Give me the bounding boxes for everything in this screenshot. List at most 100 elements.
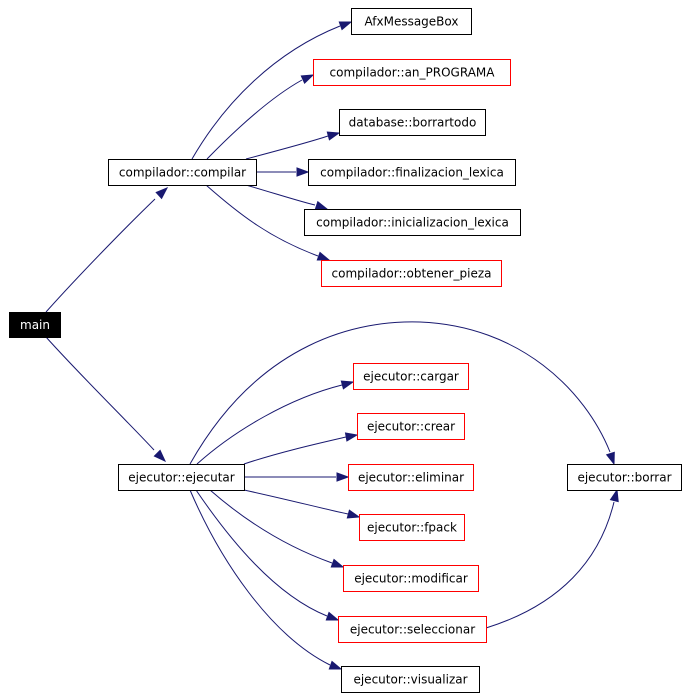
edge-line [245,184,316,206]
node-label[interactable]: compilador::obtener_pieza [332,267,492,281]
node-obt-pieza[interactable]: compilador::obtener_pieza [321,260,502,287]
node-label[interactable]: ejecutor::visualizar [353,673,467,687]
node-visualizar[interactable]: ejecutor::visualizar [341,666,480,693]
node-box[interactable] [118,464,245,491]
edge-line [195,489,328,617]
node-eliminar[interactable]: ejecutor::eliminar [348,464,474,491]
arrowhead [346,509,361,519]
edge-line [206,79,303,160]
node-label[interactable]: compilador::compilar [119,166,246,180]
nodes-layer: main compilador::compilar AfxMessageBoxcom… [9,8,682,693]
node-label[interactable]: ejecutor::borrar [577,471,671,485]
node-box[interactable] [108,159,257,186]
arrowhead [609,488,619,503]
node-crear[interactable]: ejecutor::crear [357,413,465,440]
arrowhead [344,432,359,442]
node-box[interactable] [341,666,480,693]
node-ejecutar[interactable]: ejecutor::ejecutar [118,464,245,491]
arrowhead [326,131,341,141]
arrowhead [296,167,310,177]
node-box[interactable] [357,413,465,440]
edge-compilar-to-afx [191,21,353,160]
node-box[interactable] [9,312,61,338]
node-box[interactable] [343,565,479,592]
edge-line [485,501,615,629]
edge-ejecutar-to-eliminar [244,472,350,482]
node-label[interactable]: compilador::inicializacion_lexica [316,216,509,230]
node-borrartodo[interactable]: database::borrartodo [339,109,486,136]
edge-ejecutar-to-modificar [209,489,345,568]
edge-ejecutar-to-cargar [196,380,355,465]
node-box[interactable] [359,514,465,541]
edge-compilar-to-fin_lex [255,167,310,177]
arrowhead [314,200,329,210]
edge-line [45,198,156,313]
node-label[interactable]: ejecutor::fpack [367,521,457,535]
edge-line [245,135,329,160]
node-label[interactable]: ejecutor::cargar [363,370,459,384]
node-label[interactable]: ejecutor::crear [367,420,455,434]
node-label[interactable]: ejecutor::modificar [354,572,468,586]
edge-line [189,489,331,666]
node-label[interactable]: ejecutor::seleccionar [350,623,475,637]
arrowhead [325,611,340,621]
arrowhead [300,74,315,85]
edge-ejecutar-to-fpack [243,489,361,519]
node-label[interactable]: database::borrartodo [349,116,477,130]
arrowhead [336,472,350,482]
edge-line [205,184,319,257]
edges-layer [45,21,619,670]
arrowhead [316,251,331,261]
node-box[interactable] [338,616,487,643]
node-label[interactable]: ejecutor::eliminar [358,471,464,485]
edge-line [243,489,349,515]
node-afx[interactable]: AfxMessageBox [351,8,472,35]
node-label[interactable]: ejecutor::ejecutar [128,471,235,485]
node-modificar[interactable]: ejecutor::modificar [343,565,479,592]
edge-compilar-to-borrartodo [245,131,341,160]
node-box[interactable] [567,464,682,491]
node-an-programa[interactable]: compilador::an_PROGRAMA [313,59,511,86]
edge-compilar-to-ini_lex [245,184,329,210]
edge-main-to-ejecutar [45,336,167,463]
edge-compilar-to-an_programa [206,74,315,160]
node-box[interactable] [339,109,486,136]
node-label[interactable]: compilador::an_PROGRAMA [330,66,496,80]
node-fin-lex[interactable]: compilador::finalizacion_lexica [308,159,516,186]
edge-line [196,384,343,465]
edge-ejecutar-to-borrar [189,321,615,466]
edge-line [45,336,155,451]
node-box[interactable] [348,464,474,491]
node-borrar[interactable]: ejecutor::borrar [567,464,682,491]
edge-seleccionar-to-borrar [485,488,619,629]
node-label[interactable]: main [20,318,50,332]
edge-ejecutar-to-seleccionar [195,489,340,621]
node-label[interactable]: AfxMessageBox [364,15,458,29]
arrowhead [328,660,343,670]
arrowhead [338,21,353,31]
node-box[interactable] [304,209,521,236]
arrowhead [605,451,615,466]
node-box[interactable] [308,159,516,186]
edge-line [191,25,341,160]
edge-line [243,436,347,465]
edge-ejecutar-to-visualizar [189,489,343,670]
edge-line [189,321,611,465]
arrowhead [340,380,355,390]
arrowhead [155,187,169,200]
node-label[interactable]: compilador::finalizacion_lexica [320,166,504,180]
node-seleccionar[interactable]: ejecutor::seleccionar [338,616,487,643]
node-compilar[interactable]: compilador::compilar [108,159,257,186]
node-box[interactable] [353,363,469,390]
edge-line [209,489,333,564]
node-ini-lex[interactable]: compilador::inicializacion_lexica [304,209,521,236]
node-box[interactable] [351,8,472,35]
edge-main-to-compilar [45,187,169,313]
arrowhead [153,449,167,463]
node-main[interactable]: main [9,312,61,338]
node-fpack[interactable]: ejecutor::fpack [359,514,465,541]
node-cargar[interactable]: ejecutor::cargar [353,363,469,390]
node-box[interactable] [321,260,502,287]
node-box[interactable] [313,59,511,86]
